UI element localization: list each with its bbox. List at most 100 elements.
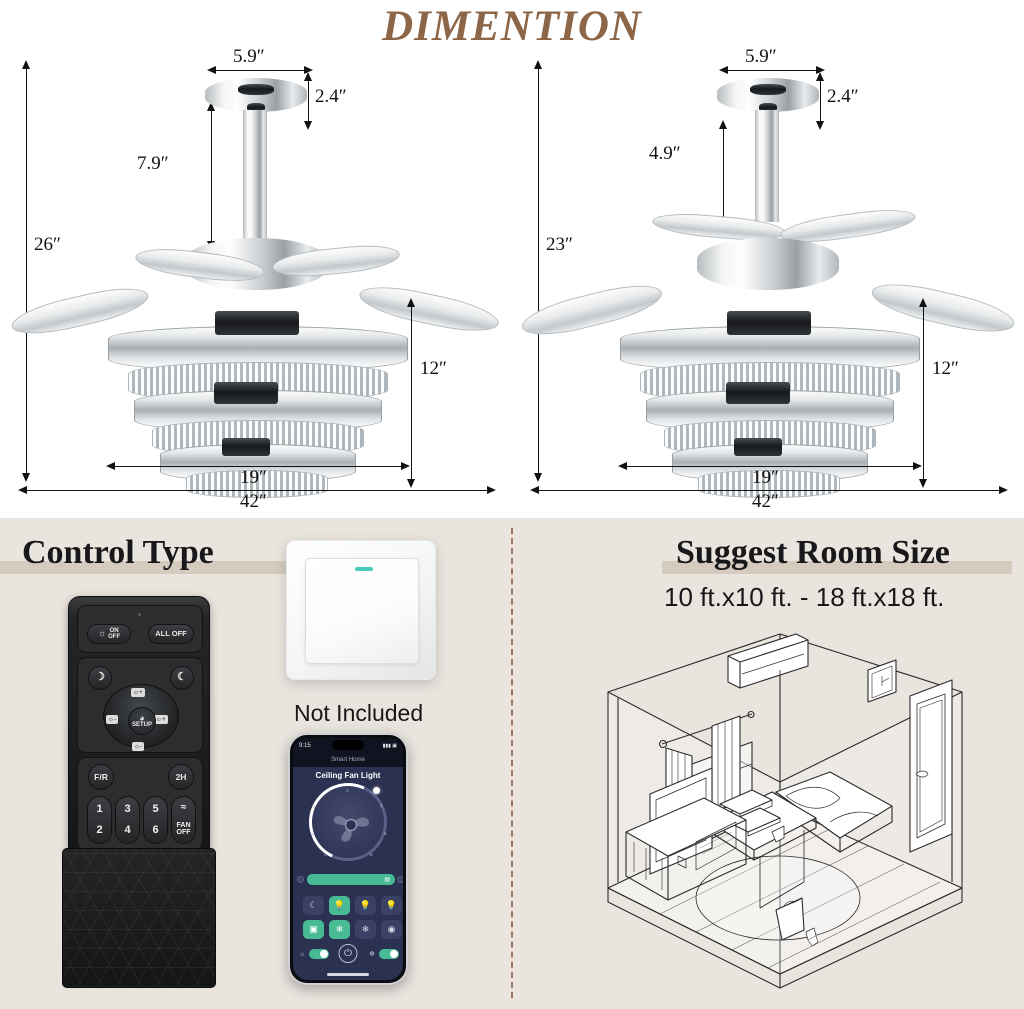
dial-tick-1: 1 <box>311 832 314 837</box>
blade-span-label-right: 42″ <box>752 491 779 512</box>
wall-switch-rocker[interactable] <box>305 558 419 664</box>
speed-column-3-4[interactable]: 3 4 <box>115 796 140 844</box>
remote-top-panel: ☼ ON OFF ALL OFF <box>77 605 203 653</box>
mode-sleep-button[interactable]: ❄ <box>355 920 376 939</box>
night-mode-button[interactable]: ☾ <box>170 666 194 690</box>
mode-natural-button[interactable]: ❄ <box>329 920 350 939</box>
status-icons: ▮▮▮ ▣ <box>382 742 397 749</box>
sun-icon: ☼ <box>97 628 107 639</box>
total-height-line-right <box>538 68 539 474</box>
wall-switch[interactable] <box>286 540 436 680</box>
dpad-down-icon[interactable]: ☼- <box>132 742 145 751</box>
speed-3-button[interactable]: 3 <box>124 803 131 815</box>
blade-span-line-left <box>26 490 488 491</box>
hub-block-1-left <box>215 311 299 335</box>
fan-blades-icon <box>333 816 370 842</box>
scene-bright-button[interactable]: 💡 <box>329 896 350 915</box>
body-width-arrow-right-right <box>913 461 922 470</box>
canopy-height-label-right: 2.4″ <box>827 86 859 107</box>
breeze-icon[interactable]: ≈ <box>180 802 187 813</box>
dpad-up-icon[interactable]: ☼+ <box>131 688 145 697</box>
dial-tick-6: 6 <box>370 852 373 857</box>
light-toggle-icon: ☼ <box>299 950 306 958</box>
total-height-label-left: 26″ <box>34 234 61 255</box>
speed-column-1-2[interactable]: 1 2 <box>87 796 112 844</box>
page-title: DIMENTION <box>382 3 642 50</box>
reverse-button[interactable]: F/R <box>88 764 114 790</box>
fan-speed-dial[interactable]: 3 4 5 6 2 1 0 <box>298 772 398 872</box>
canopy-height-arrow-bottom-right <box>815 121 824 130</box>
breeze-fanoff-column[interactable]: ≈ FAN OFF <box>171 796 196 844</box>
canopy-width-arrow-left-left <box>207 65 216 74</box>
blade-span-arrow-left-left <box>18 485 27 494</box>
blade-span-label-left: 42″ <box>240 491 267 512</box>
speed-column-5-6[interactable]: 5 6 <box>143 796 168 844</box>
phone-screen: 9:15 ▮▮▮ ▣ Smart Home Ceiling Fan Light … <box>293 738 403 980</box>
remote-dpad-panel: ☽ ☾ ☼+ ☼- ☼+ ◕ SETUP ☼- <box>77 657 203 753</box>
dpad-right-icon[interactable]: ☼+ <box>154 715 168 724</box>
body-width-label-left: 19″ <box>240 467 267 488</box>
fan-diagram-extended: 23″ 5.9″ 2.4″ 4.9″ <box>512 46 1024 518</box>
body-height-label-left: 12″ <box>420 358 447 379</box>
remote-control[interactable]: ☼ ON OFF ALL OFF ☽ ☾ ☼+ ☼- ☼+ ◕ SETUP ☼-… <box>68 596 210 858</box>
room-size-range: 10 ft.x10 ft. - 18 ft.x18 ft. <box>664 582 945 612</box>
fan-illustration-left <box>0 48 512 518</box>
wall-switch-caption: Not Included <box>294 700 424 726</box>
phone-notch <box>332 740 364 750</box>
body-width-arrow-left-right <box>618 461 627 470</box>
smartphone-app[interactable]: 9:15 ▮▮▮ ▣ Smart Home Ceiling Fan Light … <box>288 733 408 985</box>
all-off-button[interactable]: ALL OFF <box>148 624 194 644</box>
crystal-band-3-right <box>698 470 840 498</box>
fan-illustration-right <box>512 48 1024 518</box>
speed-5-button[interactable]: 5 <box>152 803 159 815</box>
canopy-base-right <box>759 103 777 112</box>
scene-warm-button[interactable]: 💡 <box>355 896 376 915</box>
body-height-line-left <box>411 306 412 480</box>
fan-off-label[interactable]: FAN OFF <box>176 822 191 837</box>
setup-button[interactable]: ◕ SETUP <box>128 707 156 735</box>
light-toggle[interactable] <box>309 949 329 959</box>
dimension-section: DIMENTION 26″ 5.9″ 2.4″ 7.9″ <box>0 3 1024 518</box>
dpad[interactable]: ☼+ ☼- ☼+ ◕ SETUP <box>103 684 179 748</box>
body-height-arrow-bottom-right <box>918 479 927 488</box>
brightness-min-icon[interactable] <box>297 876 304 883</box>
speed-6-button[interactable]: 6 <box>152 824 159 836</box>
body-height-arrow-top-left <box>406 298 415 307</box>
scene-night-button[interactable]: ☾ <box>303 896 324 915</box>
canopy-height-label-left: 2.4″ <box>315 86 347 107</box>
body-width-line-left <box>114 466 402 467</box>
fan-toggle[interactable] <box>379 949 399 959</box>
speed-1-button[interactable]: 1 <box>96 803 103 815</box>
phone-status-bar: 9:15 ▮▮▮ ▣ <box>293 738 403 753</box>
wall-switch-led-indicator <box>355 567 373 571</box>
canopy-width-label-left: 5.9″ <box>233 46 265 67</box>
total-height-arrow-top-left <box>21 60 30 69</box>
body-height-arrow-top-right <box>918 298 927 307</box>
speed-4-button[interactable]: 4 <box>124 824 131 836</box>
canopy-height-arrow-bottom-left <box>303 121 312 130</box>
blade-span-arrow-right-left <box>487 485 496 494</box>
brightness-slider[interactable]: ▤ <box>307 874 395 885</box>
dim-down-button[interactable]: ☽ <box>88 666 112 690</box>
scene-cool-button[interactable]: 💡 <box>381 896 402 915</box>
dpad-left-icon[interactable]: ☼- <box>106 715 119 724</box>
light-onoff-button[interactable]: ☼ ON OFF <box>87 624 131 644</box>
control-type-title: Control Type <box>22 534 214 571</box>
downrod-arrow-top-right <box>718 120 727 129</box>
canopy-height-line-right <box>820 80 821 122</box>
remote-ir-led <box>138 613 141 616</box>
blade-left-4 <box>356 279 502 339</box>
speed-2-button[interactable]: 2 <box>96 824 103 836</box>
canopy-height-arrow-top-left <box>303 72 312 81</box>
fan-dial-knob[interactable] <box>373 787 380 794</box>
timer-2h-button[interactable]: 2H <box>168 764 194 790</box>
mode-auto-button[interactable]: ▣ <box>303 920 324 939</box>
total-height-arrow-bottom-left <box>21 473 30 482</box>
downrod-line-right <box>723 128 724 218</box>
dial-tick-4: 4 <box>380 803 383 808</box>
brightness-max-icon[interactable] <box>397 876 403 883</box>
room-size-header: Suggest Room Size <box>662 534 1012 574</box>
mode-timer-button[interactable]: ◉ <box>381 920 402 939</box>
remote-holder <box>62 848 216 988</box>
power-button[interactable]: ⏻ <box>338 944 358 963</box>
